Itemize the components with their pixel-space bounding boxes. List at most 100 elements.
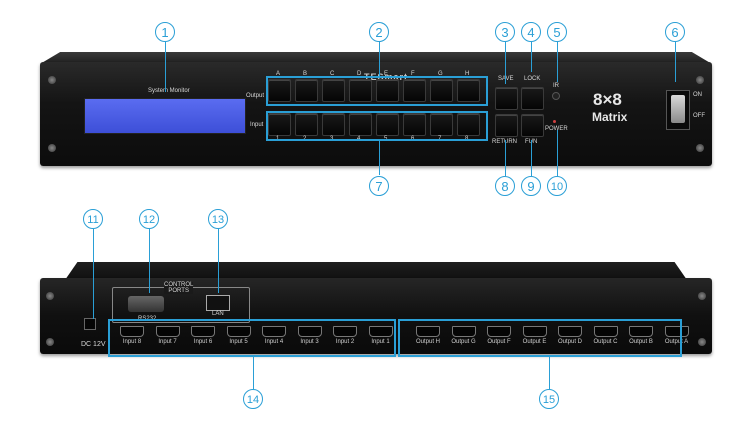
leader-line xyxy=(93,229,94,319)
input-port-label: Input 7 xyxy=(158,339,177,345)
input-button-8[interactable] xyxy=(457,113,480,136)
output-button-f[interactable] xyxy=(403,79,426,102)
output-button-label: B xyxy=(303,71,308,77)
return-label: RETURN xyxy=(492,139,517,145)
lan-label: LAN xyxy=(212,311,224,317)
input-button-5[interactable] xyxy=(376,113,399,136)
callout-4: 4 xyxy=(521,22,541,42)
leader-line xyxy=(675,42,676,82)
output-button-b[interactable] xyxy=(295,79,318,102)
leader-line xyxy=(379,141,380,175)
output-hdmi-port-icon xyxy=(522,326,547,337)
dc-jack-icon xyxy=(84,318,96,330)
screw-icon xyxy=(46,292,54,300)
model-number: 8×8 xyxy=(593,90,622,109)
control-ports-label: CONTROL PORTS xyxy=(164,282,194,294)
output-hdmi-port-icon xyxy=(451,326,476,337)
dc-label: DC 12V xyxy=(81,341,106,348)
callout-5: 5 xyxy=(547,22,567,42)
callout-12: 12 xyxy=(139,209,159,229)
output-button-label: H xyxy=(465,71,470,77)
callout-11: 11 xyxy=(83,209,103,229)
callout-13: 13 xyxy=(208,209,228,229)
callout-3: 3 xyxy=(495,22,515,42)
input-hdmi-port-icon xyxy=(333,326,357,337)
output-button-c[interactable] xyxy=(322,79,345,102)
input-button-3[interactable] xyxy=(322,113,345,136)
leader-line xyxy=(505,42,506,84)
output-button-label: E xyxy=(384,71,389,77)
rs232-port-icon xyxy=(128,296,164,312)
output-button-label: A xyxy=(276,71,281,77)
output-buttons-highlight xyxy=(266,76,488,106)
input-port-label: Input 4 xyxy=(264,339,284,345)
callout-8: 8 xyxy=(495,176,515,196)
input-port-label: Input 3 xyxy=(300,339,319,345)
lock-label: LOCK xyxy=(524,76,541,82)
input-port-label: Input 1 xyxy=(371,339,390,345)
leader-line xyxy=(253,357,254,389)
output-button-g[interactable] xyxy=(430,79,453,102)
callout-6: 6 xyxy=(665,22,685,42)
ir-label: IR xyxy=(553,83,559,89)
return-button[interactable] xyxy=(495,114,518,137)
input-hdmi-port-icon xyxy=(155,326,180,337)
leader-line xyxy=(557,42,558,82)
callout-7: 7 xyxy=(369,176,389,196)
output-port-label: Output G xyxy=(451,339,476,345)
input-ports-highlight xyxy=(108,319,396,357)
screw-icon xyxy=(696,144,704,152)
output-row-label: Output xyxy=(246,93,265,99)
input-hdmi-port-icon xyxy=(368,326,393,337)
input-port-label: Input 2 xyxy=(335,339,355,345)
input-port-label: Input 5 xyxy=(229,339,248,345)
save-button[interactable] xyxy=(495,87,518,110)
output-hdmi-port-icon xyxy=(593,326,618,337)
output-button-h[interactable] xyxy=(457,79,480,102)
output-button-a[interactable] xyxy=(268,79,291,102)
leader-line xyxy=(549,357,550,389)
input-button-7[interactable] xyxy=(430,113,453,136)
input-button-2[interactable] xyxy=(295,113,318,136)
output-ports-highlight xyxy=(398,319,682,357)
output-button-e[interactable] xyxy=(376,79,399,102)
input-port-label: Input 6 xyxy=(193,339,213,345)
output-button-label: D xyxy=(357,71,362,77)
input-buttons-highlight xyxy=(266,111,488,141)
output-hdmi-port-icon xyxy=(629,326,653,337)
input-hdmi-port-icon xyxy=(262,326,286,337)
input-button-6[interactable] xyxy=(403,113,426,136)
model-name: Matrix xyxy=(592,110,628,124)
output-button-label: G xyxy=(438,71,443,77)
output-port-label: Output A xyxy=(664,339,689,345)
output-hdmi-port-icon xyxy=(558,326,582,337)
callout-10: 10 xyxy=(547,176,567,196)
output-button-d[interactable] xyxy=(349,79,372,102)
rocker-icon xyxy=(671,95,685,123)
switch-off-label: OFF xyxy=(693,113,705,119)
screw-icon xyxy=(698,338,706,346)
input-button-1[interactable] xyxy=(268,113,291,136)
leader-line xyxy=(149,229,150,293)
input-port-label: Input 8 xyxy=(122,339,142,345)
screw-icon xyxy=(698,292,706,300)
lock-button[interactable] xyxy=(521,87,544,110)
input-hdmi-port-icon xyxy=(226,326,251,337)
lcd-title: System Monitor xyxy=(148,88,190,94)
front-top-edge xyxy=(40,52,712,64)
leader-line xyxy=(379,42,380,76)
leader-line xyxy=(531,42,532,72)
input-hdmi-port-icon xyxy=(191,326,215,337)
ir-sensor-icon xyxy=(552,92,560,100)
output-port-label: Output C xyxy=(593,339,618,345)
fun-button[interactable] xyxy=(521,114,544,137)
lcd-display xyxy=(84,98,246,134)
leader-line xyxy=(531,140,532,176)
power-switch[interactable] xyxy=(666,90,690,130)
output-hdmi-port-icon xyxy=(664,326,689,337)
input-button-4[interactable] xyxy=(349,113,372,136)
callout-1: 1 xyxy=(155,22,175,42)
leader-line xyxy=(218,229,219,293)
screw-icon xyxy=(48,76,56,84)
